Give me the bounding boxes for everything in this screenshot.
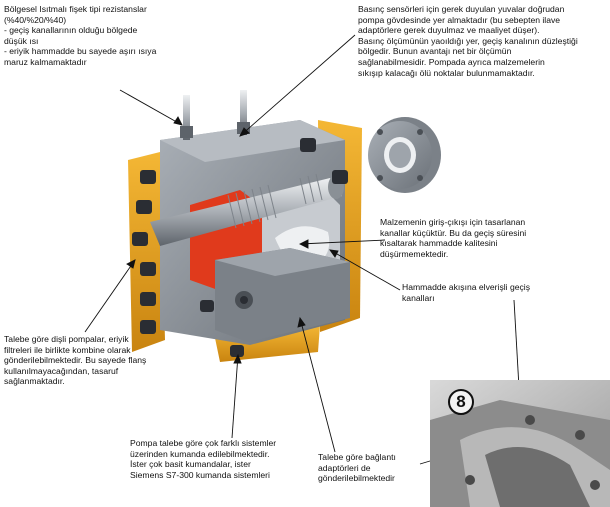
inset-number-badge: 8 <box>448 389 474 415</box>
annotation-sensor: Basınç sensörleri için gerek duyulan yuv… <box>358 4 578 78</box>
annotation-heater: Bölgesel Isıtmalı fişek tipi rezistansla… <box>4 4 157 67</box>
annotation-flow: Hammadde akışına elverişli geçiş kanalla… <box>402 282 531 303</box>
annotation-channels: Malzemenin giriş-çıkışı için tasarlanan … <box>380 217 527 259</box>
annotation-adaptor: Talebe göre bağlantı adaptörleri de gönd… <box>318 452 396 484</box>
pump-body <box>160 120 350 345</box>
coupling-flange <box>368 117 441 193</box>
inset-detail-photo <box>430 380 610 507</box>
annotation-combo: Talebe göre dişli pompalar, eriyik filtr… <box>4 334 147 387</box>
bolts <box>132 138 348 357</box>
annotation-control: Pompa talebe göre çok farklı sistemler ü… <box>130 438 277 480</box>
